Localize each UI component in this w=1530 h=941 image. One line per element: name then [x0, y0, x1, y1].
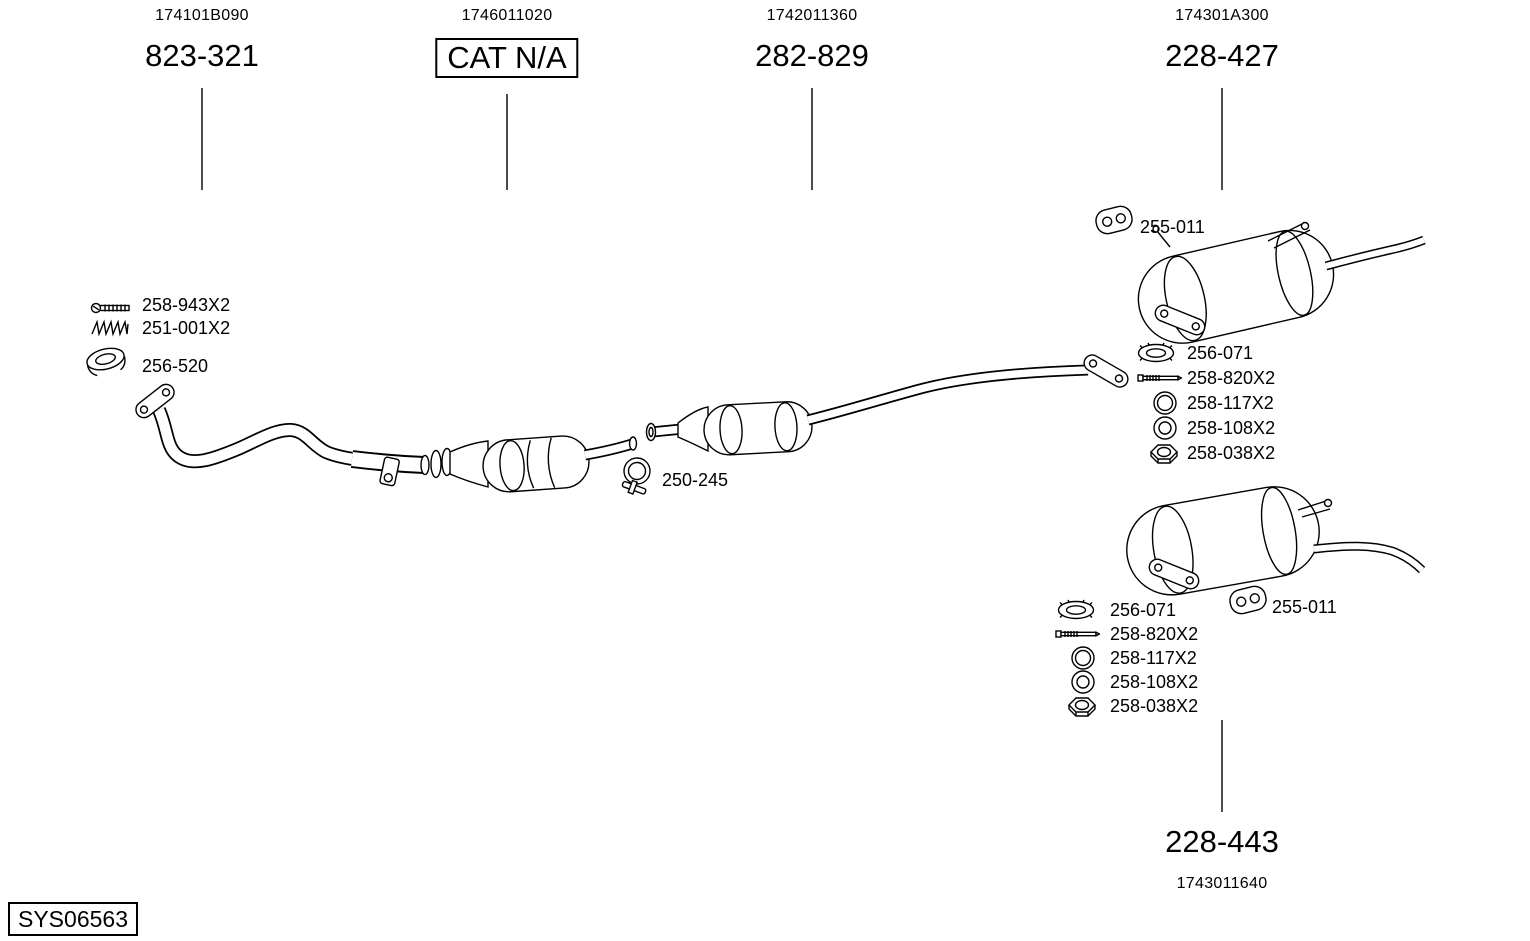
part-label: 258-117X2	[1187, 393, 1274, 413]
ring-gasket-icon	[1070, 669, 1096, 695]
part-label: 258-108X2	[1110, 672, 1199, 692]
part-label: 258-943X2	[142, 295, 231, 315]
section-rear-muffler-lower: 228-443 1743011640	[1165, 824, 1279, 894]
stud-bolt-icon	[1054, 628, 1102, 640]
part-label: 258-038X2	[1110, 696, 1199, 716]
part-code: 282-829	[755, 38, 869, 73]
part-label: 256-071	[1110, 600, 1177, 620]
hex-nut-icon	[1148, 441, 1180, 467]
catalytic-converter-drawing	[430, 435, 638, 493]
part-label: 258-820X2	[1110, 624, 1199, 644]
clamp-icon	[616, 455, 656, 497]
flat-gasket-icon	[1056, 599, 1096, 621]
part-label: 250-245	[662, 470, 729, 490]
part-code: CAT N/A	[435, 38, 579, 78]
system-id-box: SYS06563	[8, 902, 138, 936]
part-ref-number: 1746011020	[461, 7, 553, 24]
part-label: 256-071	[1187, 343, 1254, 363]
ring-gasket-icon	[1152, 415, 1178, 441]
screw-icon	[90, 300, 134, 316]
hex-nut-icon	[1066, 694, 1098, 720]
spring-icon	[90, 319, 130, 337]
center-muffler-drawing	[645, 354, 1129, 456]
section-catalytic-converter: 1746011020 CAT N/A	[435, 6, 579, 78]
part-ref-number: 174101B090	[155, 7, 249, 24]
section-rear-muffler-upper: 174301A300 228-427	[1165, 6, 1279, 74]
part-code: 228-443	[1165, 824, 1279, 859]
part-label: 251-001X2	[142, 318, 231, 338]
part-ref-number: 174301A300	[1175, 7, 1269, 24]
part-code: 228-427	[1165, 38, 1279, 73]
flat-gasket-icon	[1136, 342, 1176, 364]
front-pipe-drawing	[135, 383, 430, 487]
stud-bolt-icon	[1136, 372, 1184, 384]
rubber-hanger-icon	[1228, 582, 1268, 618]
rear-muffler-upper-drawing	[1137, 221, 1426, 344]
part-label: 255-011	[1140, 217, 1205, 237]
part-label: 258-038X2	[1187, 443, 1276, 463]
ring-gasket-icon	[1070, 645, 1096, 671]
part-label: 258-117X2	[1110, 648, 1197, 668]
part-label: 258-820X2	[1187, 368, 1276, 388]
rubber-hanger-icon	[1094, 202, 1134, 238]
part-ref-number: 1743011640	[1176, 875, 1268, 892]
part-label: 258-108X2	[1187, 418, 1276, 438]
section-center-muffler: 1742011360 282-829	[755, 6, 869, 74]
ring-gasket-icon	[1152, 390, 1178, 416]
gasket-ring-icon	[84, 344, 128, 378]
rear-muffler-lower-drawing	[1126, 486, 1426, 596]
part-ref-number: 1742011360	[766, 7, 858, 24]
part-label: 256-520	[142, 356, 209, 376]
part-label: 255-011	[1272, 597, 1337, 617]
part-code: 823-321	[145, 38, 259, 73]
leader-lines	[201, 88, 1223, 812]
section-front-pipe: 174101B090 823-321	[145, 6, 259, 74]
